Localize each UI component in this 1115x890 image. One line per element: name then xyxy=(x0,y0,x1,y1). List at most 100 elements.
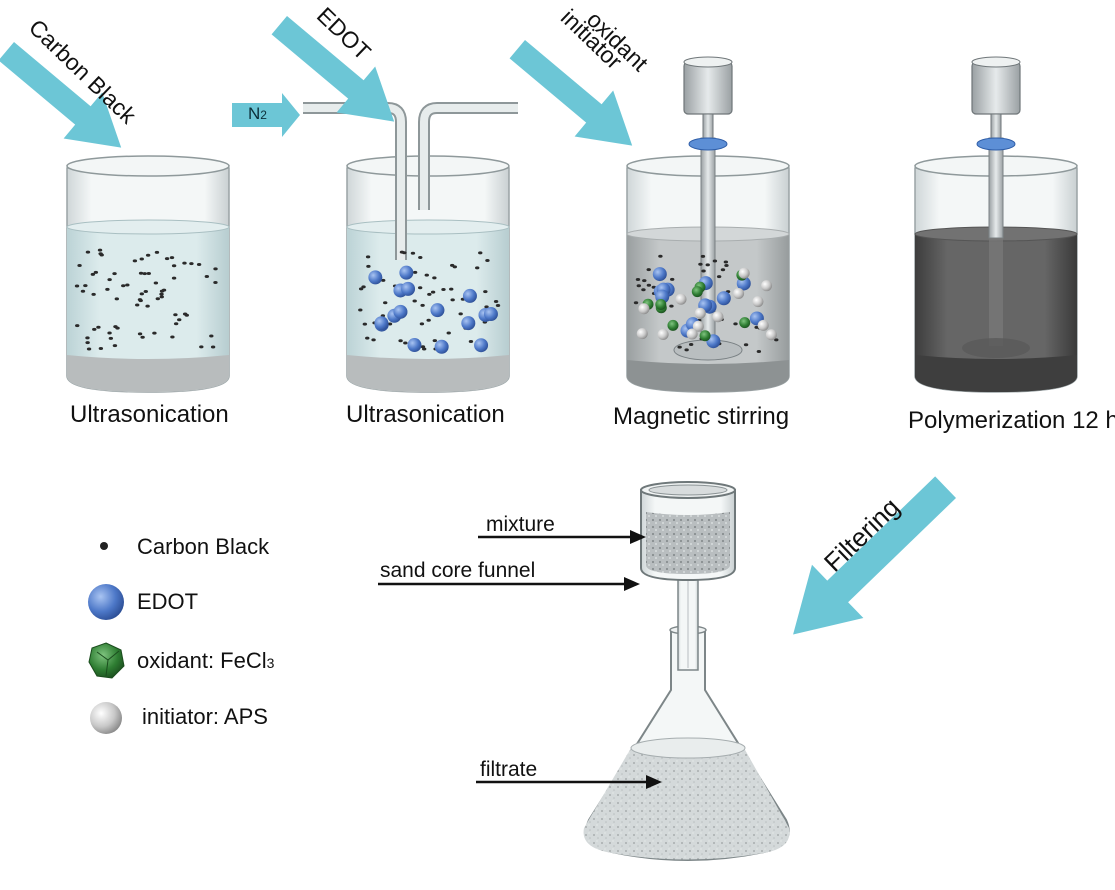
aps-sphere-icon xyxy=(90,702,122,734)
carbon-black-particle xyxy=(114,297,120,301)
carbon-black-particle xyxy=(432,339,438,343)
carbon-black-particle xyxy=(98,347,104,351)
carbon-black-particle xyxy=(171,276,177,280)
initiator-oxidant-arrow xyxy=(509,40,633,146)
oxidant-particle xyxy=(699,330,711,342)
carbon-black-particle xyxy=(210,345,216,349)
carbon-black-particle xyxy=(412,270,418,274)
carbon-black-particle xyxy=(441,288,446,292)
carbon-black-particle xyxy=(138,271,144,275)
carbon-black-particle xyxy=(125,283,130,287)
edot-particle xyxy=(483,307,498,322)
carbon-black-particle xyxy=(107,278,112,282)
edot-particle xyxy=(461,316,476,331)
carbon-black-particle xyxy=(97,248,103,252)
carbon-black-particle xyxy=(105,287,110,291)
carbon-black-particle xyxy=(432,276,437,280)
mixture-pointer xyxy=(478,530,646,544)
edot-particle xyxy=(430,303,445,318)
carbon-black-particle xyxy=(410,251,416,255)
carbon-black-particle xyxy=(398,339,403,343)
carbon-black-particle xyxy=(712,259,718,263)
carbon-black-particle xyxy=(450,298,455,302)
carbon-black-particle xyxy=(700,254,706,258)
carbon-black-particle xyxy=(419,322,425,326)
mixture-label: mixture xyxy=(486,513,555,536)
carbon-black-particle xyxy=(417,286,423,290)
carbon-black-particle xyxy=(204,274,210,278)
carbon-black-particle xyxy=(189,262,194,266)
carbon-black-particle xyxy=(182,312,188,316)
carbon-black-particle xyxy=(92,327,97,331)
carbon-black-particle xyxy=(154,250,160,254)
carbon-black-particle xyxy=(153,281,159,285)
carbon-black-particle xyxy=(483,290,488,294)
step-label-polymerization: Polymerization 12 h xyxy=(908,407,1115,434)
initiator-particle xyxy=(675,293,687,305)
carbon-black-particle xyxy=(143,289,148,293)
n2-input-label: N2 xyxy=(248,104,267,123)
carbon-black-particle xyxy=(371,338,376,342)
carbon-black-particle xyxy=(430,290,436,294)
carbon-black-particle xyxy=(677,345,682,349)
initiator-particle xyxy=(694,307,706,319)
edot-particle xyxy=(434,339,449,354)
carbon-black-particle xyxy=(402,251,407,255)
initiator-particle xyxy=(752,296,764,308)
carbon-black-particle xyxy=(701,269,706,273)
edot-particle xyxy=(407,338,422,353)
carbon-black-particle xyxy=(74,284,80,288)
carbon-black-particle xyxy=(113,325,118,329)
carbon-black-particle xyxy=(93,270,99,274)
oxidant-particle xyxy=(655,298,667,310)
carbon-black-particle xyxy=(177,318,182,322)
fecl3-polyhedron-icon xyxy=(88,642,125,679)
carbon-black-particle xyxy=(107,331,112,335)
step-label-ultrasonication-2: Ultrasonication xyxy=(346,401,505,428)
edot-particle xyxy=(474,338,489,353)
carbon-black-particle xyxy=(85,336,90,340)
carbon-black-particle xyxy=(646,268,651,272)
legend-initiator: initiator: APS xyxy=(142,704,268,729)
carbon-black-particle xyxy=(493,299,499,303)
carbon-black-particle xyxy=(173,322,179,326)
carbon-black-particle xyxy=(485,258,490,262)
edot-particle xyxy=(401,281,416,296)
sand-core-funnel-label: sand core funnel xyxy=(380,559,536,582)
carbon-black-particle xyxy=(698,262,703,266)
carbon-black-particle xyxy=(358,287,364,291)
carbon-black-particle xyxy=(173,313,178,317)
carbon-black-particle xyxy=(684,348,689,352)
carbon-black-particle xyxy=(633,301,639,305)
carbon-black-particle xyxy=(182,261,187,265)
oxidant-particle xyxy=(667,319,679,331)
carbon-black-particle xyxy=(135,303,140,307)
oxidant-particle xyxy=(691,286,703,298)
oxidant-particle xyxy=(739,317,751,329)
carbon-black-particle xyxy=(85,341,90,345)
carbon-black-particle xyxy=(723,260,729,264)
carbon-black-particle xyxy=(140,335,145,339)
filtering-arrow xyxy=(793,476,956,635)
carbon-black-particle xyxy=(743,343,749,347)
edot-particles xyxy=(368,265,498,354)
carbon-black-particle xyxy=(196,263,202,267)
carbon-black-particle xyxy=(358,308,363,312)
carbon-black-particle xyxy=(142,272,147,276)
filtrate-pointer xyxy=(476,775,662,789)
beaker-4 xyxy=(914,56,1078,393)
carbon-black-particle xyxy=(720,268,726,272)
edot-sphere-icon xyxy=(88,584,124,620)
funnel-pointer xyxy=(378,577,640,591)
carbon-black-particle xyxy=(137,298,143,302)
initiator-particle xyxy=(686,328,698,340)
carbon-black-particle xyxy=(170,335,175,339)
carbon-black-particle xyxy=(155,297,161,301)
carbon-black-particle xyxy=(495,303,501,307)
n2-arrow xyxy=(232,93,300,137)
carbon-black-particle xyxy=(91,292,96,296)
carbon-black-dot-icon xyxy=(100,542,108,550)
edot-particle xyxy=(462,288,477,303)
carbon-black-particle xyxy=(774,338,779,342)
carbon-black-particle xyxy=(209,334,214,338)
